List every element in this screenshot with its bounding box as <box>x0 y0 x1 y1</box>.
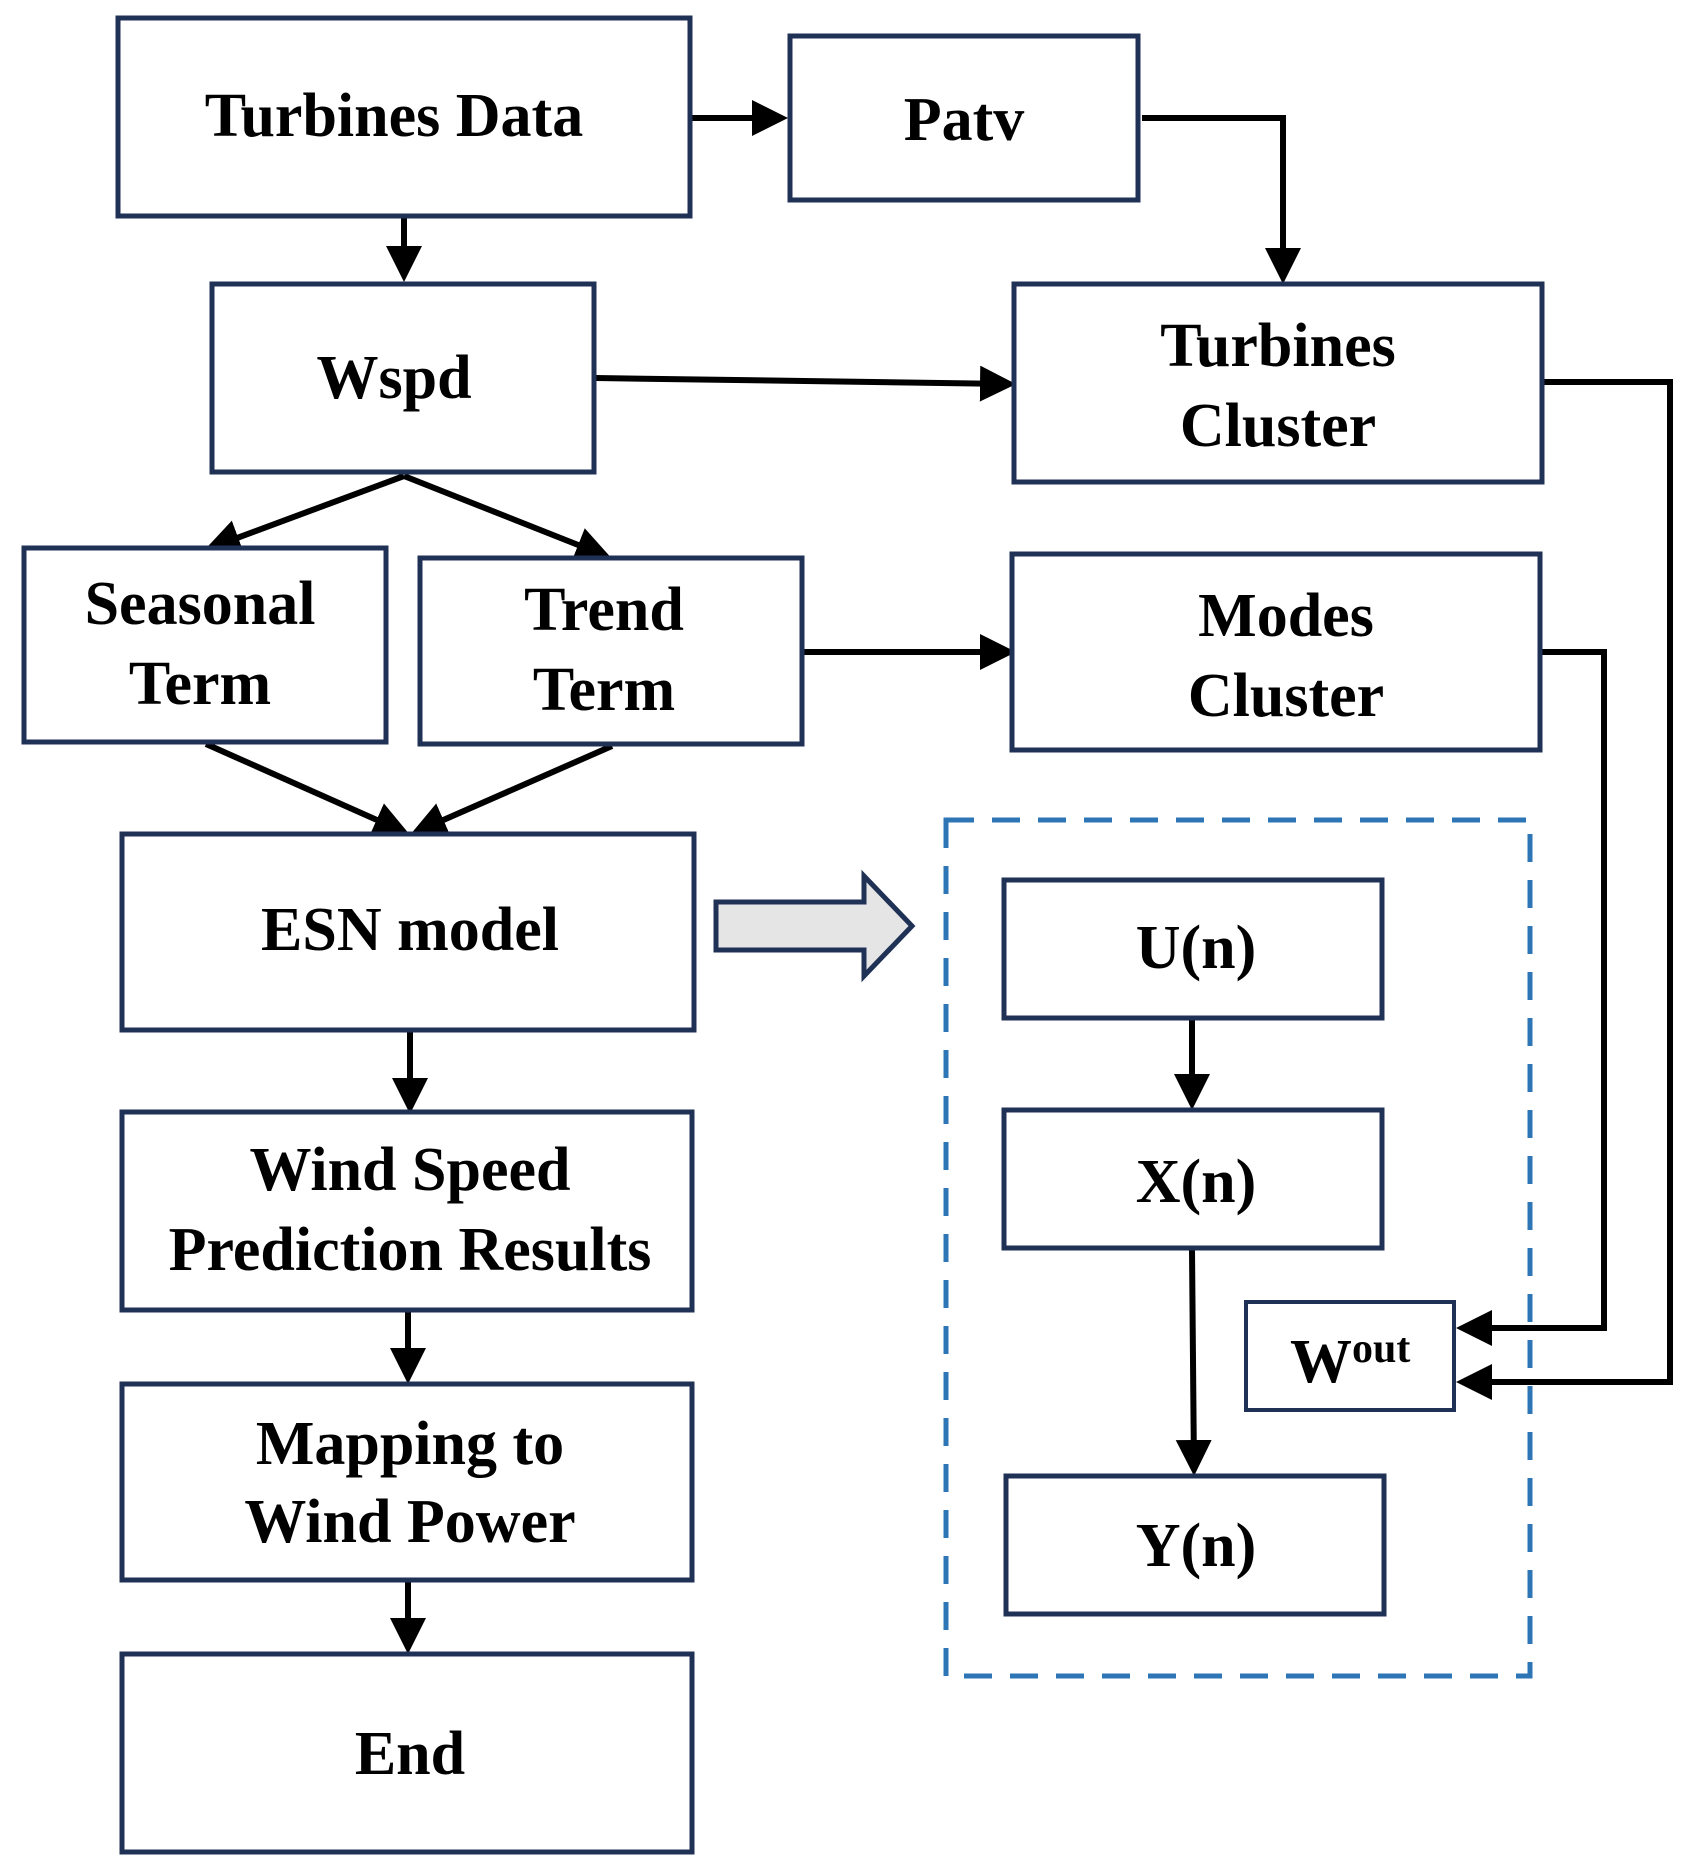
trend-term-label-line2: Term <box>533 656 675 724</box>
turbines-cluster-box <box>1011 281 1545 485</box>
modes-cluster-box <box>1009 551 1543 753</box>
wind-speed-results-label-line1: Wind Speed <box>249 1136 570 1204</box>
mapping-label-line2: Wind Power <box>244 1488 575 1556</box>
arrow-wspd-to-trend <box>402 473 612 562</box>
arrow-seasonal-to-esn <box>204 741 410 837</box>
end-box <box>119 1651 695 1855</box>
u-n-box <box>1001 877 1385 1021</box>
arrow-modes-cluster-to-wout <box>1456 649 1607 1346</box>
connectors <box>204 100 1673 1654</box>
seasonal-term-label-line2: Term <box>129 650 271 718</box>
mapping-label-line1: Mapping to <box>256 1410 564 1478</box>
seasonal-term-box <box>21 545 389 745</box>
w-out-base: W <box>1290 1328 1352 1396</box>
y-n-label: Y(n) <box>1136 1512 1257 1580</box>
mapping-box <box>119 1381 695 1583</box>
arrow-wspd-to-turbines-cluster <box>595 365 1016 402</box>
end-label: End <box>355 1720 465 1788</box>
trend-term-label-line1: Trend <box>524 576 684 644</box>
esn-model-box <box>119 831 697 1033</box>
x-n-label: X(n) <box>1136 1148 1257 1216</box>
esn-model-label: ESN model <box>261 896 559 964</box>
seasonal-term-label-line1: Seasonal <box>85 570 316 638</box>
x-n-box <box>1001 1107 1385 1251</box>
wind-speed-results-label-line2: Prediction Results <box>169 1216 652 1284</box>
arrow-patv-to-turbines-cluster <box>1142 115 1301 284</box>
arrow-wspd-to-seasonal <box>204 473 406 555</box>
wind-speed-results-box <box>119 1109 695 1313</box>
modes-cluster-label-line1: Modes <box>1198 582 1374 650</box>
arrow-trend-to-esn <box>410 743 614 837</box>
w-out-label: Wout <box>1290 1326 1410 1396</box>
arrow-turbines-cluster-to-wout <box>1456 379 1673 1400</box>
turbines-cluster-label-line2: Cluster <box>1180 392 1376 460</box>
patv-label: Patv <box>904 86 1025 154</box>
wspd-label: Wspd <box>316 344 471 412</box>
turbines-cluster-label-line1: Turbines <box>1160 312 1396 380</box>
y-n-box <box>1003 1473 1387 1617</box>
u-n-label: U(n) <box>1136 914 1257 982</box>
turbines-data-label: Turbines Data <box>205 82 583 150</box>
w-out-superscript: out <box>1352 1326 1410 1372</box>
trend-term-box <box>417 555 805 747</box>
turbines-data-box <box>115 15 693 219</box>
esn-internals-container <box>943 817 1533 1679</box>
patv-box <box>787 33 1141 203</box>
modes-cluster-label-line2: Cluster <box>1188 662 1384 730</box>
w-out-box <box>1244 1300 1456 1412</box>
wspd-box <box>209 281 597 475</box>
arrow-x-to-y <box>1175 1249 1212 1476</box>
block-arrow-esn-expand <box>713 869 916 983</box>
